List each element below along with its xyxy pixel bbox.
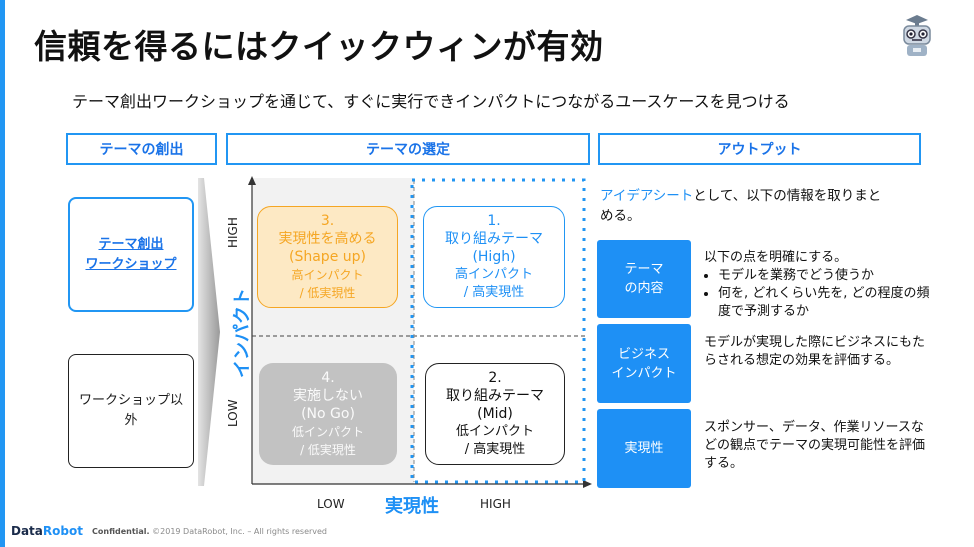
workshop-label-line2[interactable]: ワークショップ	[85, 256, 177, 272]
output-label-line: ビジネス	[617, 346, 670, 362]
quadrant-feasibility: / 高実現性	[463, 285, 525, 300]
header-theme-selection: テーマの選定	[226, 133, 590, 165]
logo-text-robot: Robot	[42, 524, 83, 538]
header-theme-creation: テーマの創出	[66, 133, 217, 165]
y-axis-title: インパクト	[232, 288, 253, 378]
output-label-theme-content: テーマ の内容	[597, 240, 691, 318]
output-intro-text-2: める。	[600, 208, 641, 224]
output-label-feasibility: 実現性	[597, 409, 691, 488]
output-desc-bullet: モデルを業務でどう使うか	[718, 267, 934, 285]
idea-sheet-link[interactable]: アイデアシート	[600, 188, 694, 204]
output-label-business-impact: ビジネス インパクト	[597, 324, 691, 403]
slide-subtitle: テーマ創出ワークショップを通じて、すぐに実行できインパクトにつながるユースケース…	[72, 92, 790, 111]
x-axis-high-label: HIGH	[480, 497, 511, 511]
quadrant-no-go: 4. 実施しない (No Go) 低インパクト / 低実現性	[259, 363, 397, 465]
quadrant-english: (Mid)	[477, 406, 513, 422]
non-workshop-label-line2: 外	[124, 413, 138, 428]
quadrant-name: 取り組みテーマ	[445, 231, 543, 247]
y-axis-low-label: LOW	[226, 399, 240, 427]
workshop-label-line1[interactable]: テーマ創出	[98, 236, 164, 252]
output-desc-bullet: 何を, どれくらい先を, どの程度の頻度で予測するか	[718, 285, 934, 321]
quadrant-impact: 高インパクト	[454, 267, 533, 282]
flow-arrow-icon	[196, 178, 222, 486]
x-axis-title: 実現性	[385, 496, 439, 517]
output-desc-text: スポンサー、データ、作業リソースなどの観点でテーマの実現可能性を評価する。	[704, 420, 926, 471]
quadrant-feasibility: / 低実現性	[300, 443, 356, 457]
quadrant-high: 1. 取り組みテーマ (High) 高インパクト / 高実現性	[423, 206, 565, 308]
quadrant-mid: 2. 取り組みテーマ (Mid) 低インパクト / 高実現性	[425, 363, 565, 465]
confidential-label: Confidential.	[92, 527, 150, 536]
quadrant-feasibility: / 低実現性	[299, 286, 356, 300]
slide-title: 信頼を得るにはクイックウィンが有効	[34, 27, 604, 66]
quadrant-impact: 低インパクト	[291, 425, 364, 439]
output-label-line: 実現性	[624, 441, 664, 456]
y-axis-high-label: HIGH	[226, 217, 240, 248]
output-desc-theme-content: 以下の点を明確にする。 モデルを業務でどう使うか 何を, どれくらい先を, どの…	[704, 249, 934, 321]
x-axis-low-label: LOW	[317, 497, 345, 511]
output-desc-feasibility: スポンサー、データ、作業リソースなどの観点でテーマの実現可能性を評価する。	[704, 419, 926, 473]
output-desc-intro: 以下の点を明確にする。	[704, 250, 848, 265]
header-output: アウトプット	[598, 133, 921, 165]
robot-mascot-icon	[898, 14, 936, 58]
output-desc-business-impact: モデルが実現した際にビジネスにもたらされる想定の効果を評価する。	[704, 334, 926, 370]
quadrant-name: 実現性を高める	[278, 231, 377, 247]
accent-bar	[0, 0, 5, 547]
quadrant-english: (No Go)	[301, 406, 355, 422]
output-label-line: テーマ	[624, 262, 664, 277]
quadrant-number: 2.	[488, 370, 502, 386]
non-workshop-box: ワークショップ以 外	[68, 354, 194, 468]
quadrant-impact: 低インパクト	[455, 424, 534, 439]
non-workshop-label-line1: ワークショップ以	[78, 393, 183, 408]
output-desc-text: モデルが実現した際にビジネスにもたらされる想定の効果を評価する。	[704, 335, 926, 368]
datarobot-logo: DataRobot	[11, 524, 83, 538]
output-intro: アイデアシートとして、以下の情報を取りまと める。	[600, 186, 920, 226]
quadrant-feasibility: / 高実現性	[464, 442, 526, 457]
workshop-box[interactable]: テーマ創出 ワークショップ	[68, 197, 194, 312]
quadrant-number: 1.	[487, 213, 501, 229]
quadrant-number: 4.	[321, 370, 335, 386]
footer-copyright: Confidential. ©2019 DataRobot, Inc. – Al…	[92, 527, 327, 536]
output-label-line: インパクト	[611, 365, 677, 381]
quadrant-number: 3.	[320, 213, 335, 229]
quadrant-name: 実施しない	[293, 388, 363, 404]
quadrant-shape-up: 3. 実現性を高める (Shape up) 高インパクト / 低実現性	[257, 206, 398, 308]
quadrant-english: (Shape up)	[289, 249, 366, 265]
quadrant-name: 取り組みテーマ	[446, 388, 544, 404]
output-intro-text: として、以下の情報を取りまと	[693, 188, 882, 204]
copyright-text: ©2019 DataRobot, Inc. – All rights reser…	[152, 527, 328, 536]
quadrant-impact: 高インパクト	[291, 268, 364, 282]
output-label-line: の内容	[624, 281, 664, 296]
quadrant-english: (High)	[472, 249, 516, 265]
logo-text-data: Data	[11, 524, 43, 538]
